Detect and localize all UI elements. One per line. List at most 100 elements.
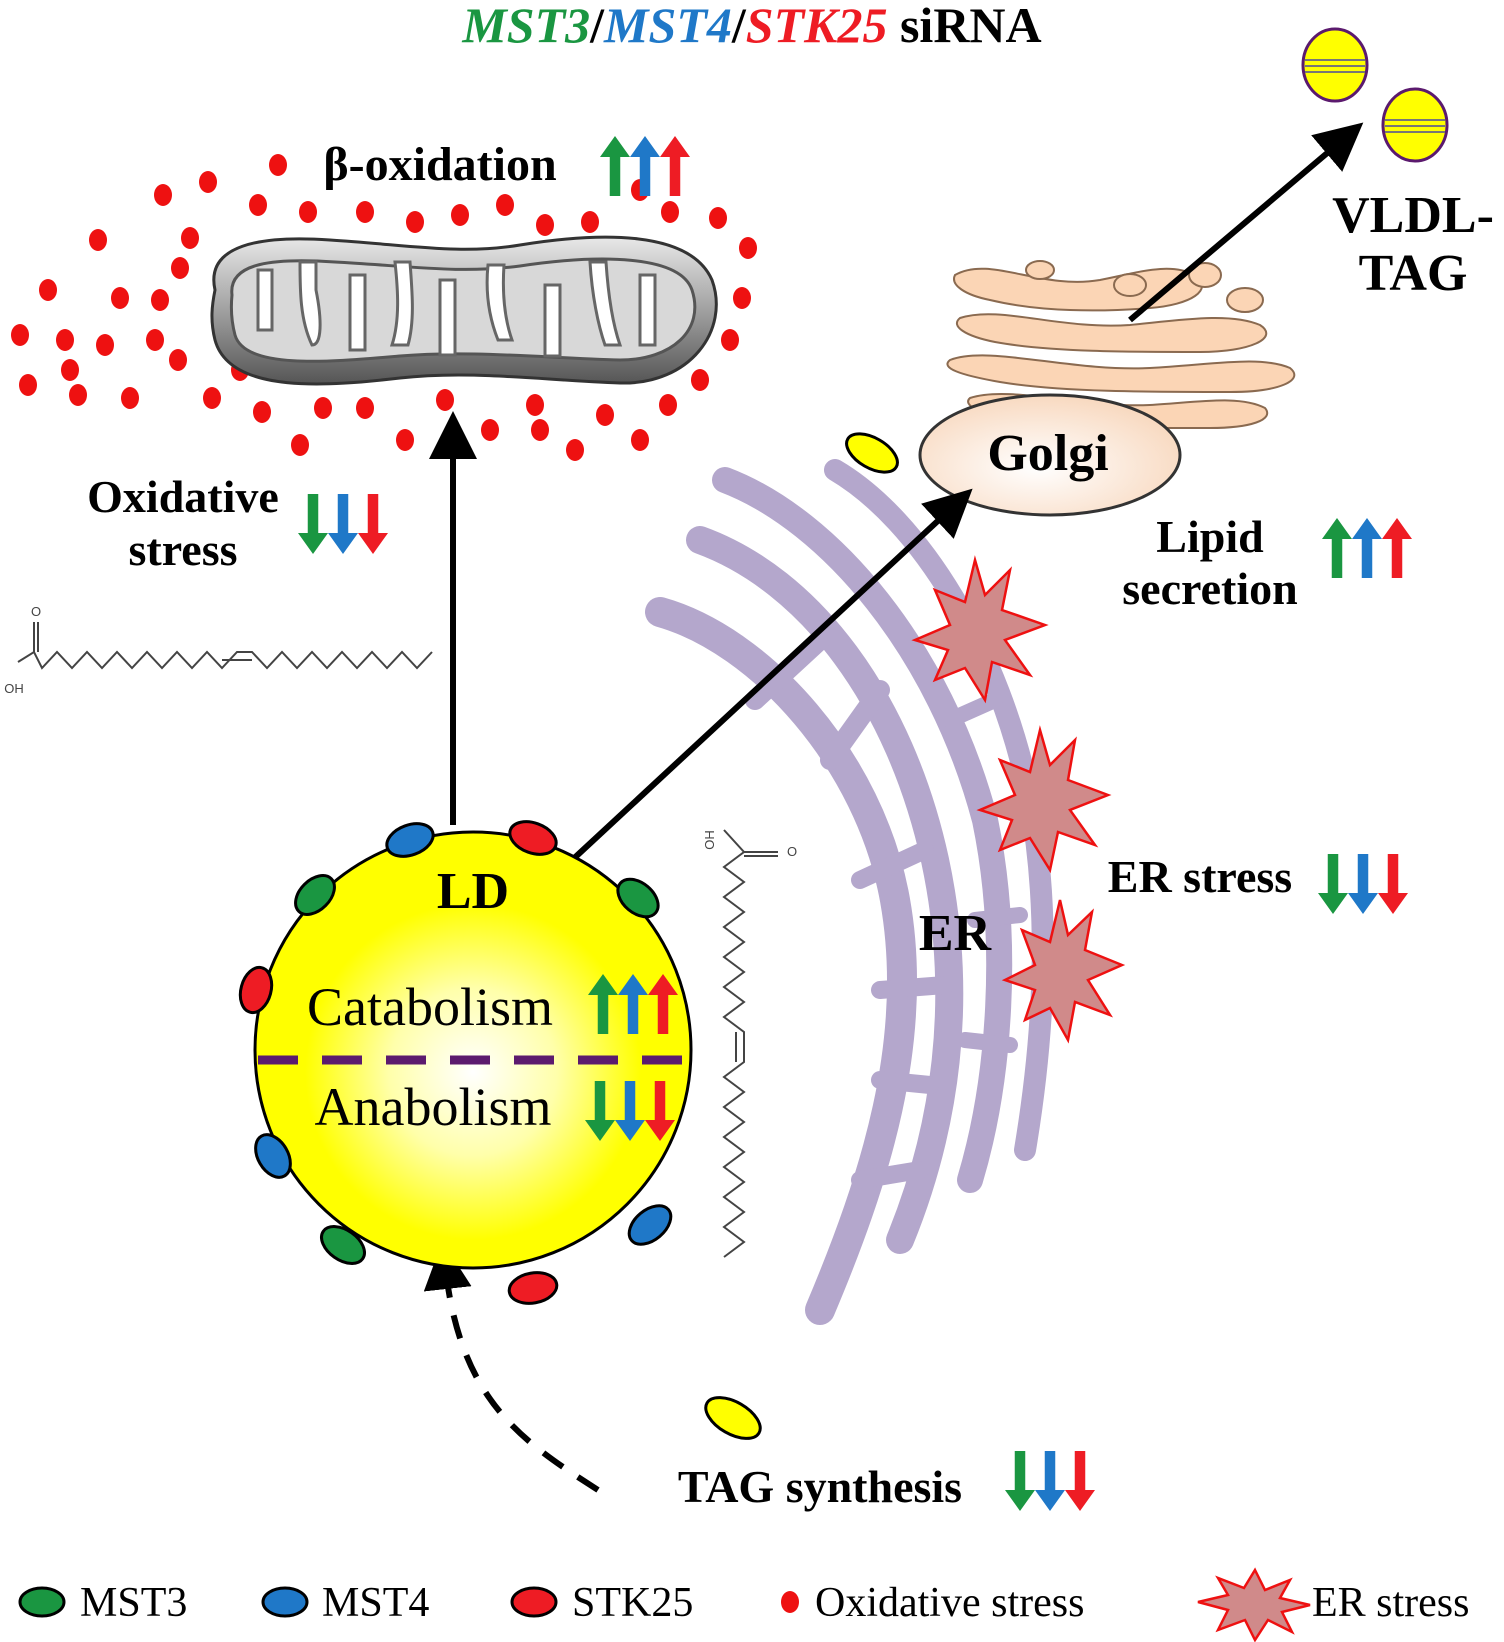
oxidative-stress-dot bbox=[154, 184, 172, 206]
mst3-kinase bbox=[320, 1225, 366, 1265]
oxidative-stress-dot bbox=[291, 434, 309, 456]
oxidative-stress-dot bbox=[691, 369, 709, 391]
fatty-acid-o-label-top: O bbox=[31, 604, 41, 619]
legend-oxidative-stress-label: Oxidative stress bbox=[815, 1580, 1084, 1626]
ld-surface-kinases bbox=[238, 820, 673, 1305]
mst3-up-arrow-icon bbox=[600, 136, 630, 196]
oxidative-stress-dot bbox=[661, 201, 679, 223]
mst4-kinase bbox=[385, 822, 435, 858]
beta-oxidation-up-arrows bbox=[600, 136, 690, 196]
oxidative-stress-dots bbox=[11, 154, 757, 461]
legend-er-stress-label: ER stress bbox=[1312, 1580, 1470, 1626]
vldl-particle-1 bbox=[1301, 27, 1369, 103]
tag-synthesis-label: TAG synthesis bbox=[678, 1461, 962, 1512]
arrow-tag-synthesis-to-ld bbox=[423, 1241, 600, 1493]
oxidative-stress-dot bbox=[733, 287, 751, 309]
mst3-kinase bbox=[294, 874, 336, 916]
anabolism-label: Anabolism bbox=[315, 1077, 552, 1137]
arrow-golgi-to-vldl bbox=[1128, 122, 1364, 323]
oxidative-stress-dot bbox=[96, 334, 114, 356]
oxidative-stress-dot bbox=[631, 429, 649, 451]
mst4-kinase bbox=[627, 1204, 673, 1246]
oxidative-stress-dot bbox=[19, 374, 37, 396]
vldl-tag-label-line2: TAG bbox=[1359, 245, 1468, 302]
oxidative-stress-dot bbox=[406, 211, 424, 233]
oxidative-stress-dot bbox=[146, 329, 164, 351]
lipoprotein-vesicle-bottom bbox=[704, 1396, 762, 1440]
oxidative-stress-dot bbox=[199, 171, 217, 193]
lipid-secretion-up-arrows bbox=[1322, 518, 1412, 578]
legend-mst3-label: MST3 bbox=[80, 1580, 187, 1626]
title-sep2: / bbox=[731, 0, 747, 53]
mst4-kinase bbox=[254, 1133, 292, 1179]
oxidative-stress-dot bbox=[581, 211, 599, 233]
oxidative-stress-dot bbox=[69, 384, 87, 406]
mst4-down-arrow-icon bbox=[1348, 854, 1378, 914]
vldl-particle-2 bbox=[1381, 87, 1449, 163]
oxidative-stress-dot bbox=[566, 439, 584, 461]
fatty-acid-o-label-side: O bbox=[787, 844, 797, 859]
oxidative-stress-down-arrows bbox=[298, 494, 388, 554]
oxidative-stress-dot bbox=[739, 237, 757, 259]
oxidative-stress-dot bbox=[721, 329, 739, 351]
oxidative-stress-dot bbox=[181, 227, 199, 249]
er-label: ER bbox=[919, 905, 993, 962]
lipid-secretion-label-line1: Lipid bbox=[1156, 511, 1264, 562]
oxidative-stress-dot bbox=[396, 429, 414, 451]
oxidative-stress-dot bbox=[526, 394, 544, 416]
er-stress-starburst-1 bbox=[911, 555, 1049, 704]
fatty-acid-structure-horizontal bbox=[17, 622, 433, 670]
mst4-down-arrow-icon bbox=[328, 494, 358, 554]
oxidative-stress-dot bbox=[249, 194, 267, 216]
legend-stk25-label: STK25 bbox=[572, 1580, 693, 1626]
catabolism-label: Catabolism bbox=[307, 977, 553, 1037]
oxidative-stress-dot bbox=[151, 289, 169, 311]
mst3-down-arrow-icon bbox=[1005, 1451, 1035, 1511]
stk25-down-arrow-icon bbox=[1378, 854, 1408, 914]
legend-er-stress-swatch bbox=[1197, 1567, 1311, 1642]
legend-mst3-swatch bbox=[18, 1586, 66, 1618]
oxidative-stress-dot bbox=[531, 419, 549, 441]
oxidative-stress-dot bbox=[536, 214, 554, 236]
oxidative-stress-dot bbox=[299, 201, 317, 223]
oxidative-stress-dot bbox=[169, 349, 187, 371]
oxidative-stress-dot bbox=[61, 359, 79, 381]
tag-synthesis-down-arrows bbox=[1005, 1451, 1095, 1511]
oxidative-stress-dot bbox=[89, 229, 107, 251]
oxidative-stress-dot bbox=[269, 154, 287, 176]
oxidative-stress-dot bbox=[496, 194, 514, 216]
golgi-apparatus bbox=[918, 260, 1296, 517]
oxidative-stress-dot bbox=[39, 279, 57, 301]
lipid-secretion-label-line2: secretion bbox=[1122, 563, 1297, 614]
legend-oxidative-stress-swatch bbox=[781, 1591, 799, 1613]
stk25-kinase bbox=[508, 820, 558, 856]
legend-mst4-label: MST4 bbox=[322, 1580, 429, 1626]
oxidative-stress-dot bbox=[171, 257, 189, 279]
fatty-acid-oh-label-side: OH bbox=[702, 830, 717, 850]
mst3-kinase bbox=[616, 877, 660, 919]
oxidative-stress-dot bbox=[203, 387, 221, 409]
stk25-kinase bbox=[507, 1271, 559, 1305]
oxidative-stress-dot bbox=[11, 324, 29, 346]
oxidative-stress-label-line1: Oxidative bbox=[87, 471, 279, 522]
mst4-up-arrow-icon bbox=[1352, 518, 1382, 578]
oxidative-stress-dot bbox=[481, 419, 499, 441]
oxidative-stress-label-line2: stress bbox=[128, 524, 237, 575]
oxidative-stress-dot bbox=[356, 201, 374, 223]
title-stk25: STK25 bbox=[746, 0, 888, 53]
legend: MST3 MST4 STK25 Oxidative stress ER stre… bbox=[18, 1567, 1470, 1642]
oxidative-stress-dot bbox=[56, 329, 74, 351]
legend-stk25-swatch bbox=[510, 1586, 558, 1618]
oxidative-stress-dot bbox=[596, 404, 614, 426]
oxidative-stress-dot bbox=[121, 387, 139, 409]
lipoprotein-vesicle-top bbox=[845, 432, 899, 474]
oxidative-stress-dot bbox=[659, 394, 677, 416]
mitochondrion bbox=[210, 235, 718, 386]
beta-oxidation-label: β-oxidation bbox=[323, 138, 556, 191]
anabolism-down-arrows bbox=[585, 1081, 675, 1141]
oxidative-stress-dot bbox=[314, 397, 332, 419]
stk25-down-arrow-icon bbox=[358, 494, 388, 554]
lipid-droplet bbox=[253, 830, 693, 1270]
stk25-kinase bbox=[238, 965, 274, 1015]
